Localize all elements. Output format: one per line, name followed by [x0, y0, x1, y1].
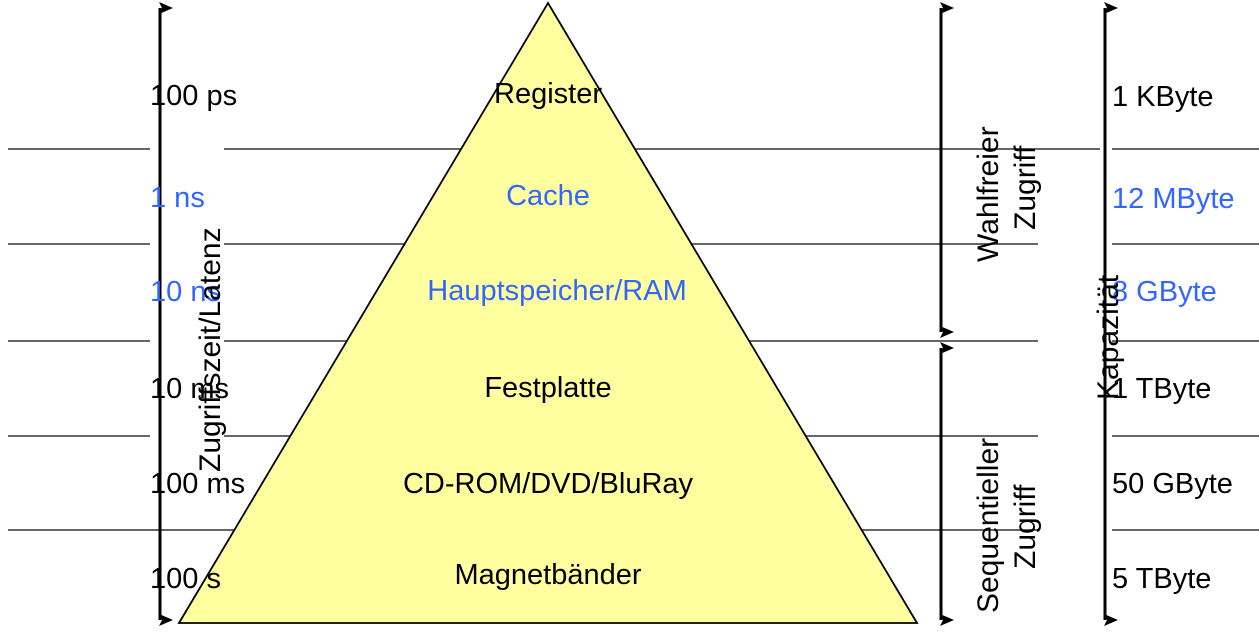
capacity-value-cache: 12 MByte: [1112, 183, 1235, 215]
pyramid-shape: [177, 1, 919, 624]
tier-name-cache: Cache: [506, 180, 590, 212]
latency-value-cache: 1 ns: [150, 182, 205, 214]
latency-value-festplatte: 10 ms: [150, 373, 229, 405]
capacity-value-optical: 50 GByte: [1112, 468, 1233, 500]
tier-name-ram: Hauptspeicher/RAM: [427, 275, 687, 307]
capacity-axis-label: Kapazität: [1092, 274, 1125, 400]
random-access-label-line2: Zugriff: [1009, 145, 1042, 230]
tier-name-register: Register: [494, 78, 602, 110]
latency-value-ram: 10 ns: [150, 276, 221, 308]
sequential-access-label-line2: Zugriff: [1009, 484, 1042, 569]
latency-value-tape: 100 s: [150, 563, 221, 595]
pyramid-outline: [177, 1, 919, 624]
tier-name-optical: CD-ROM/DVD/BluRay: [402, 468, 694, 500]
capacity-value-ram: 8 GByte: [1112, 276, 1217, 308]
capacity-value-tape: 5 TByte: [1112, 563, 1212, 595]
latency-value-optical: 100 ms: [150, 468, 246, 500]
tier-name-tape: Magnetbänder: [454, 559, 642, 591]
capacity-value-festplatte: 1 TByte: [1112, 373, 1212, 405]
capacity-value-register: 1 KByte: [1112, 81, 1214, 113]
latency-value-register: 100 ps: [150, 80, 238, 112]
sequential-access-label-line1: Sequentieller: [972, 437, 1005, 613]
latency-axis-label: Zugriffszeit/Latenz: [194, 227, 227, 472]
random-access-label-line1: Wahlfreier: [972, 126, 1005, 262]
tier-name-festplatte: Festplatte: [484, 372, 612, 404]
